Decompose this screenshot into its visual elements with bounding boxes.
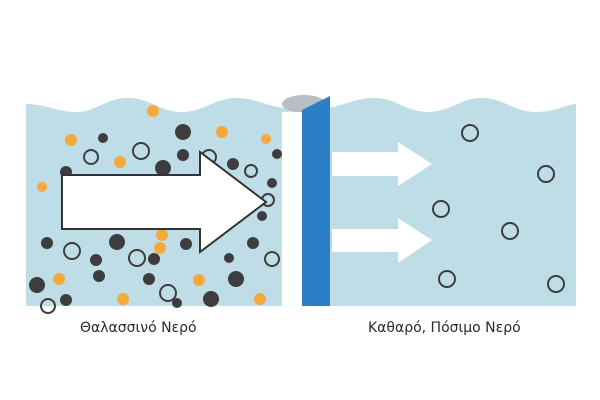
hollow-particles-right [432,124,565,293]
flow-arrow-icon [332,142,432,186]
particles [29,105,565,314]
hollow-particles-left [40,142,280,314]
pressure-arrow-icon [61,149,268,255]
flow-arrow-icon [332,218,432,263]
dark-particles [29,124,282,308]
membrane [282,95,330,306]
fresh-water-label: Καθαρό, Πόσιμο Νερό [368,320,521,336]
fresh-water-body [322,98,576,306]
seawater-label: Θαλασσινό Νερό [80,320,197,336]
